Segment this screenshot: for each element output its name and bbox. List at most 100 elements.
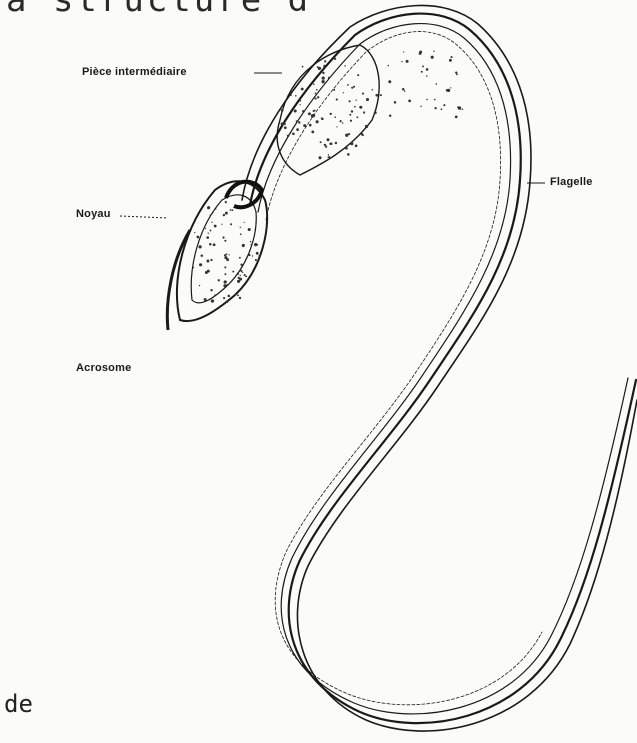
stipple-dot [313,84,315,86]
stipple-dot [224,266,226,268]
stipple-dot [356,99,357,100]
stipple-dot [361,107,363,109]
stipple-dot [422,65,424,67]
stipple-dot [237,294,239,296]
stipple-dot [316,89,318,91]
stipple-dot [443,104,445,106]
stipple-dot [206,236,209,239]
stipple-dot [324,144,326,146]
stipple-dot [257,244,259,246]
stipple-dot [321,117,322,118]
stipple-dot [201,255,203,257]
leader-line-noyau [120,216,168,218]
stipple-dot [318,67,321,70]
stipple-dot [316,120,319,123]
stipple-dot [312,114,315,117]
stipple-dot [223,214,225,216]
stipple-dot [240,227,241,228]
stipple-dot [309,124,312,127]
stipple-dot [363,111,365,113]
leader-lines [120,73,545,218]
stipple-dot [224,280,227,283]
stipple-dot [350,120,352,122]
stipple-dot [421,71,423,73]
stipple-dot [252,255,253,256]
stipple-dot [366,98,369,101]
stipple-dot [228,295,231,298]
stipple-dot [426,75,427,76]
stipple-dot [197,236,200,239]
stipple-dot [449,59,452,62]
stipple-dot [240,233,242,235]
stipple-dot [292,132,295,135]
stipple-dot [223,297,225,299]
stipple-dot [232,209,234,211]
stipple-dot [225,212,228,215]
stipple-dot [302,66,304,68]
stipple-dot [315,93,317,95]
stipple-dot [344,65,346,67]
stipple-dot [433,51,434,52]
stipple-dot [230,209,232,211]
stipple-dot [462,109,464,111]
stipple-dot [281,109,284,112]
stipple-dot [419,51,422,54]
stipple-dot [210,289,212,291]
stipple-dot [320,141,322,143]
stipple-dot [351,87,353,89]
stipple-dot [248,254,250,256]
stipple-dot [287,135,289,137]
stipple-dot [239,257,241,259]
stipple-dot [294,109,297,112]
stipple-dot [343,92,344,93]
stipple-dot [210,230,212,232]
label-acrosome: Acrosome [76,362,131,374]
stipple-dot [362,135,364,137]
stipple-dot [323,65,325,67]
stipple-dot [205,228,206,229]
stipple-dot [208,233,209,234]
stipple-dot [431,56,434,59]
page-footer-text: de [4,690,33,718]
stipple-dot [213,243,216,246]
stipple-dot [227,284,229,286]
neck-centriole [226,182,262,208]
stipple-dot [347,153,350,156]
stipple-dot [420,106,422,108]
stipple-dot [251,244,253,246]
stipple-dot [214,225,217,228]
stipple-dot [345,147,348,150]
stipple-texture [193,51,464,303]
stipple-dot [308,112,311,115]
stipple-dot [295,95,297,97]
stipple-dot [199,285,200,286]
stipple-dot [237,280,240,283]
stipple-dot [350,142,353,145]
stipple-dot [329,143,330,144]
stipple-dot [426,68,429,71]
stipple-dot [296,120,298,122]
stipple-dot [408,100,411,103]
stipple-dot [244,222,245,223]
stipple-dot [336,126,337,127]
stipple-dot [380,94,382,96]
stipple-dot [345,134,348,137]
stipple-dot [210,214,211,215]
stipple-dot [450,56,452,58]
stipple-dot [334,58,336,60]
stipple-dot [301,88,304,91]
stipple-dot [356,116,358,118]
stipple-dot [327,138,330,141]
stipple-dot [426,99,428,101]
stipple-dot [455,72,457,74]
stipple-dot [333,89,335,91]
stipple-dot [388,80,391,83]
stipple-dot [339,120,341,122]
stipple-dot [198,245,201,248]
stipple-dot [214,294,215,295]
stipple-dot [218,279,220,281]
stipple-dot [240,270,242,272]
stipple-dot [322,72,324,74]
stipple-dot [372,89,374,91]
stipple-dot [458,106,461,109]
